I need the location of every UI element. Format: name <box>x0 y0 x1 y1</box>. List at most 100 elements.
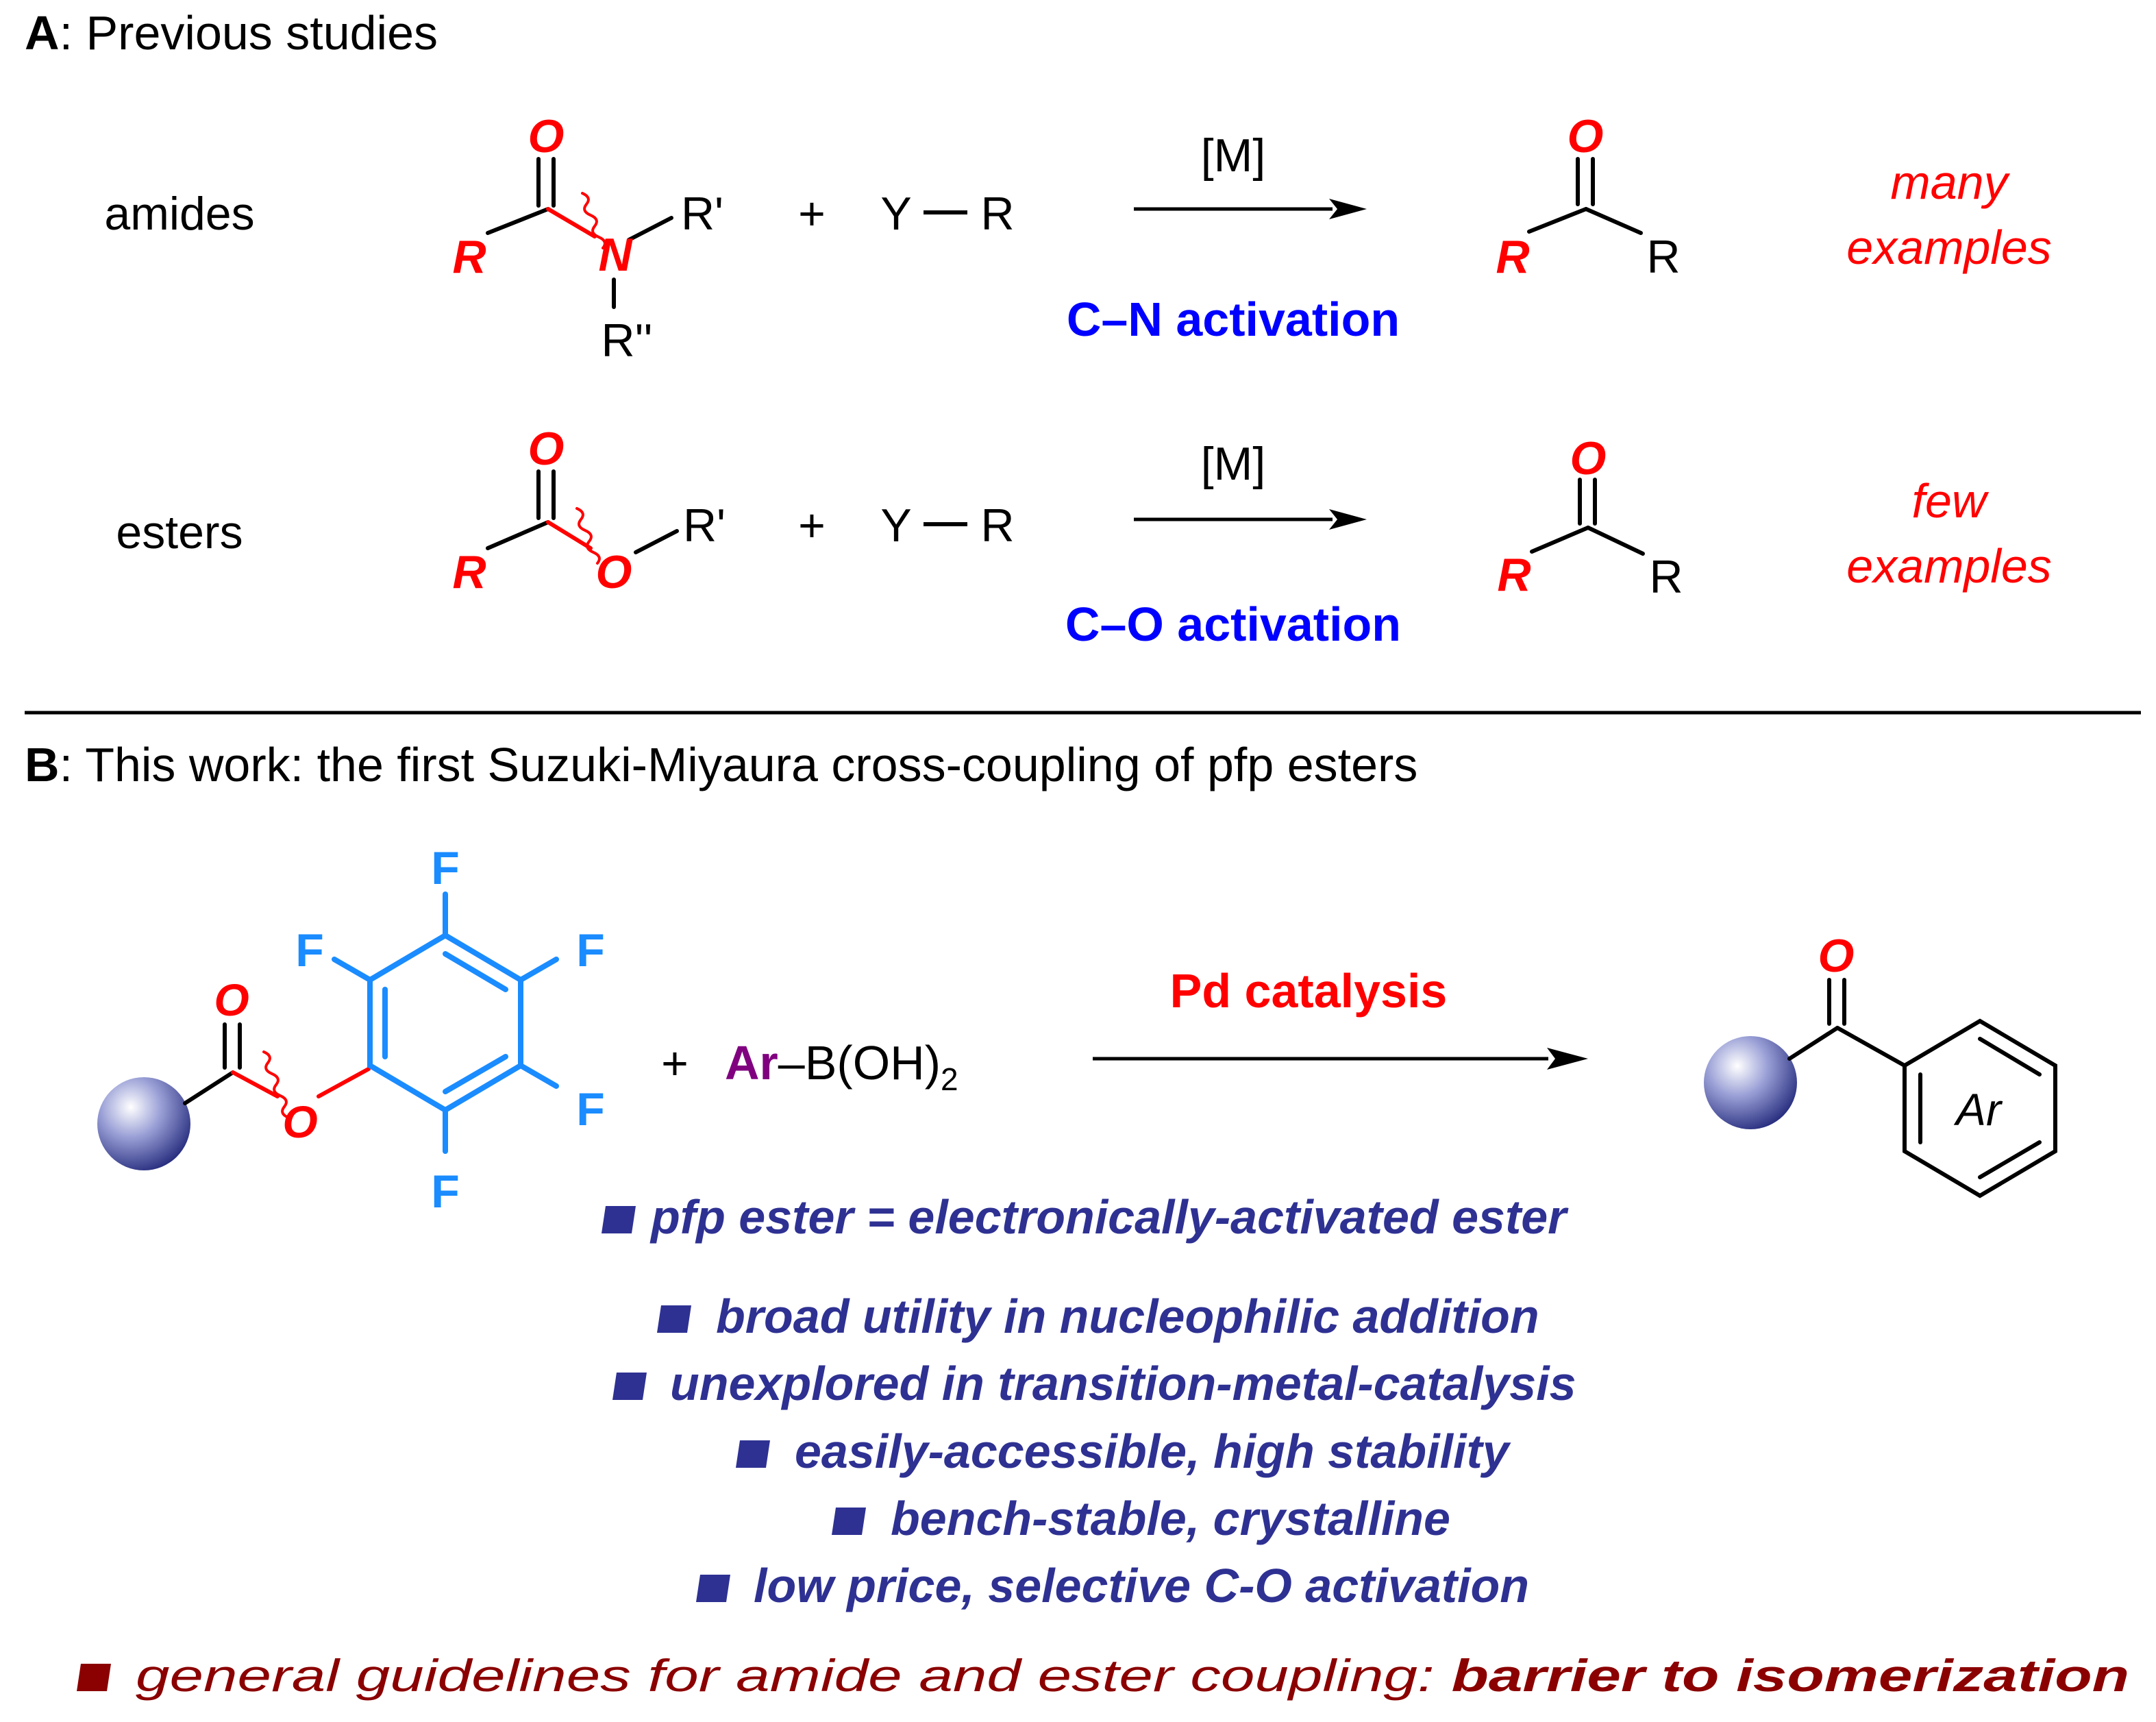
metal-catalyst: [M] <box>1201 130 1265 182</box>
product-bond-right <box>1586 526 1645 556</box>
reagent-y: Y <box>880 500 911 552</box>
carbonyl-oxygen: O <box>528 110 565 162</box>
ester-oxygen: O <box>282 1096 317 1147</box>
plus-sign: + <box>798 500 826 552</box>
fluorine-bottom: F <box>431 1166 460 1218</box>
bullet-item: easily-accessible, high stability <box>736 1425 1511 1478</box>
amide-reactant: O R N R' R'' <box>452 110 723 367</box>
bullet-item: bench-stable, crystalline <box>832 1492 1450 1545</box>
footer-note: general guidelines for amide and ester c… <box>77 1650 2129 1701</box>
bond-c-o <box>546 520 593 550</box>
section-a: A: Previous studies amides O R N R' R'' … <box>25 6 2052 651</box>
arrow-head <box>1547 1048 1588 1070</box>
fluorine-lower-right: F <box>576 1083 605 1135</box>
ester-row: esters O R O R' + Y R [M] C–O activation <box>116 423 2051 651</box>
amide-note-line2: examples <box>1846 221 2052 274</box>
bullet-item: low price, selective C-O activation <box>696 1559 1529 1612</box>
bond-sphere-carbonyl <box>183 1070 235 1105</box>
cleavage-wavy-line <box>581 192 606 249</box>
bond-c-f-lower-right <box>518 1063 559 1089</box>
bond-sphere-carbonyl <box>1787 1026 1839 1061</box>
fluorine-upper-left: F <box>295 924 324 976</box>
metal-catalyst: [M] <box>1201 438 1265 490</box>
aryl-double-bond-2 <box>1978 1140 2042 1179</box>
boronic-acid: Ar–B(OH)2 <box>725 1036 958 1097</box>
fluorine-top: F <box>431 842 460 894</box>
product-oxygen: O <box>1570 432 1607 484</box>
bond-c-o <box>231 1070 280 1098</box>
ester-note-line2: examples <box>1846 539 2052 593</box>
product-aryl-ring <box>1903 1018 2057 1198</box>
esters-label: esters <box>116 506 243 558</box>
plus-sign: + <box>661 1037 689 1090</box>
bond-r-carbonyl <box>486 207 550 235</box>
bond-carbonyl-aryl <box>1835 1026 1907 1068</box>
aryl-double-bond-1 <box>443 951 508 992</box>
ester-oxygen: O <box>596 546 632 598</box>
carbonyl-oxygen: O <box>214 974 249 1025</box>
bond-n-r1 <box>627 216 673 242</box>
ester-reactant: O R O R' <box>452 423 726 598</box>
ketone-product: O R R <box>1497 432 1683 603</box>
acyl-r-group: R <box>452 546 486 598</box>
product-sphere <box>1704 1036 1797 1129</box>
bullet-square <box>77 1664 111 1691</box>
bond-o-r1 <box>634 529 679 554</box>
pentafluorophenyl-ring <box>332 891 559 1154</box>
bullet-text: broad utility in nucleophilic addition <box>716 1290 1539 1343</box>
pd-catalysis-label: Pd catalysis <box>1170 964 1448 1018</box>
section-b: B: This work: the first Suzuki-Miyaura c… <box>25 738 2129 1701</box>
arrow-head <box>1329 199 1367 219</box>
product-bond-left <box>1530 526 1590 554</box>
n-substituent-2: R'' <box>601 315 652 367</box>
nitrogen-atom: N <box>598 229 633 281</box>
bullet-square <box>832 1508 866 1535</box>
product-r-left: R <box>1496 231 1529 283</box>
bullet-square <box>736 1440 770 1468</box>
ketone-product: O R R <box>1496 110 1680 283</box>
n-substituent-1: R' <box>681 188 723 240</box>
reagent-r: R <box>980 500 1014 552</box>
bond-c-f-upper-left <box>332 957 373 983</box>
aryl-ring <box>367 932 523 1114</box>
o-substituent: R' <box>683 500 726 552</box>
reagent-r: R <box>980 188 1014 240</box>
bullet-square <box>602 1206 636 1233</box>
product-r-right: R <box>1649 551 1683 603</box>
aryl-ring <box>1903 1018 2057 1198</box>
bond-c-n <box>546 207 597 238</box>
aryl-ketone-product: O Ar <box>1704 930 2057 1198</box>
bullet-text: low price, selective C-O activation <box>754 1559 1529 1612</box>
bullet-item: unexplored in transition-metal-catalysis <box>612 1357 1576 1410</box>
bullet-text: bench-stable, crystalline <box>891 1492 1450 1545</box>
amides-label: amides <box>104 188 254 240</box>
section-a-title: A: Previous studies <box>25 6 438 60</box>
product-ar-label: Ar <box>1953 1084 2003 1135</box>
reagent-y: Y <box>880 188 911 240</box>
cleavage-wavy-line <box>575 507 601 565</box>
co-activation-label: C–O activation <box>1065 598 1401 651</box>
footer-text: general guidelines for amide and ester c… <box>136 1650 2129 1701</box>
aryl-double-bond-2 <box>443 1054 508 1094</box>
bullet-item: broad utility in nucleophilic addition <box>657 1290 1539 1343</box>
cleavage-wavy-line <box>262 1050 290 1119</box>
bullet-text: easily-accessible, high stability <box>795 1425 1511 1478</box>
bond-r-carbonyl <box>486 520 550 550</box>
fluorine-upper-right: F <box>576 924 605 976</box>
cn-activation-label: C–N activation <box>1067 293 1400 346</box>
bond-c-f-upper-right <box>518 957 559 983</box>
product-r-right: R <box>1646 231 1680 283</box>
amide-row: amides O R N R' R'' + Y R [M] <box>104 110 2051 367</box>
arrow-head <box>1329 509 1367 530</box>
amide-note-line1: many <box>1890 156 2010 209</box>
ester-note-line1: few <box>1912 474 1990 528</box>
section-b-title: B: This work: the first Suzuki-Miyaura c… <box>25 738 1417 791</box>
bond-o-aryl <box>317 1067 371 1098</box>
product-bond-left <box>1527 207 1588 234</box>
bullet-square <box>657 1305 691 1333</box>
product-oxygen: O <box>1818 930 1855 982</box>
product-oxygen: O <box>1568 110 1604 162</box>
feature-bullets: pfp ester = electronically-activated est… <box>602 1190 1576 1612</box>
bullet-text: pfp ester = electronically-activated est… <box>649 1190 1569 1244</box>
